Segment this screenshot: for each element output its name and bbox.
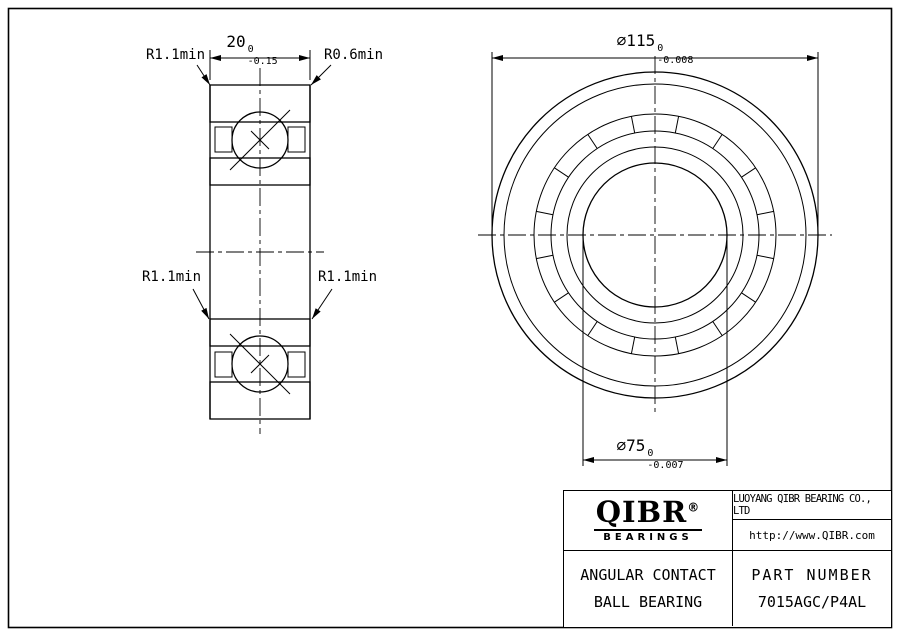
registered-mark: ® (687, 500, 701, 515)
fillet-label-top-left: R1.1min (146, 47, 206, 63)
part-number-label: PART NUMBER (751, 566, 873, 584)
cage-section-top-left (214, 126, 233, 153)
cage-section-bottom-left (214, 351, 233, 378)
dimension-linework (192, 50, 819, 466)
product-name-cell: ANGULAR CONTACT BALL BEARING (564, 551, 733, 626)
title-block: QIBR® BEARINGS LUOYANG QIBR BEARING CO.,… (563, 490, 892, 628)
dim-od-tolerance: 0-0.008 (657, 42, 694, 67)
sheet-border (7, 7, 893, 629)
company-name: LUOYANG QIBR BEARING CO., LTD (733, 491, 891, 520)
inner-ring-outer-circle (566, 146, 744, 324)
part-number-cell: PART NUMBER 7015AGC/P4AL (733, 551, 891, 626)
ball-cross-tick-bottom (250, 354, 270, 374)
product-line1: ANGULAR CONTACT (580, 566, 716, 584)
cage-section-top-right (287, 126, 306, 153)
company-info-cell: LUOYANG QIBR BEARING CO., LTD http://www… (733, 491, 891, 550)
cage-section-bottom-right (287, 351, 306, 378)
title-block-detail-row: ANGULAR CONTACT BALL BEARING PART NUMBER… (564, 551, 891, 626)
logo-divider-line (594, 528, 702, 532)
outer-raceway-circle (533, 113, 777, 357)
diameter-symbol: ∅ (616, 436, 627, 455)
cross-section-view (196, 68, 324, 434)
logo-name: QIBR (595, 494, 688, 529)
logo-brand-text: QIBR® (595, 494, 701, 529)
cage-inner-circle (550, 130, 760, 340)
front-view (478, 56, 832, 414)
chamfer-label-top-right: R0.6min (324, 47, 384, 63)
product-line2: BALL BEARING (593, 593, 703, 611)
dim-width-tolerance: 0-0.15 (247, 43, 278, 68)
dim-width-value: 20 (226, 32, 246, 51)
outer-ring-chamfer-circle (503, 83, 807, 387)
dim-bore-tolerance: 0-0.007 (647, 447, 684, 472)
bore-circle (582, 162, 728, 308)
dim-bore-value: 75 (626, 436, 646, 455)
title-block-header-row: QIBR® BEARINGS LUOYANG QIBR BEARING CO.,… (564, 491, 891, 551)
dim-od-value: 115 (626, 31, 656, 50)
fillet-label-mid-right: R1.1min (318, 269, 378, 285)
part-number-value: 7015AGC/P4AL (757, 593, 867, 611)
outer-diameter-circle (491, 71, 819, 399)
company-logo: QIBR® BEARINGS (564, 491, 733, 550)
company-website: http://www.QIBR.com (749, 528, 875, 542)
cage-pocket-ticks (536, 116, 774, 354)
logo-tagline: BEARINGS (603, 532, 693, 544)
fillet-label-mid-left: R1.1min (142, 269, 202, 285)
diameter-symbol: ∅ (616, 31, 627, 50)
ball-cross-tick-top (250, 130, 270, 150)
